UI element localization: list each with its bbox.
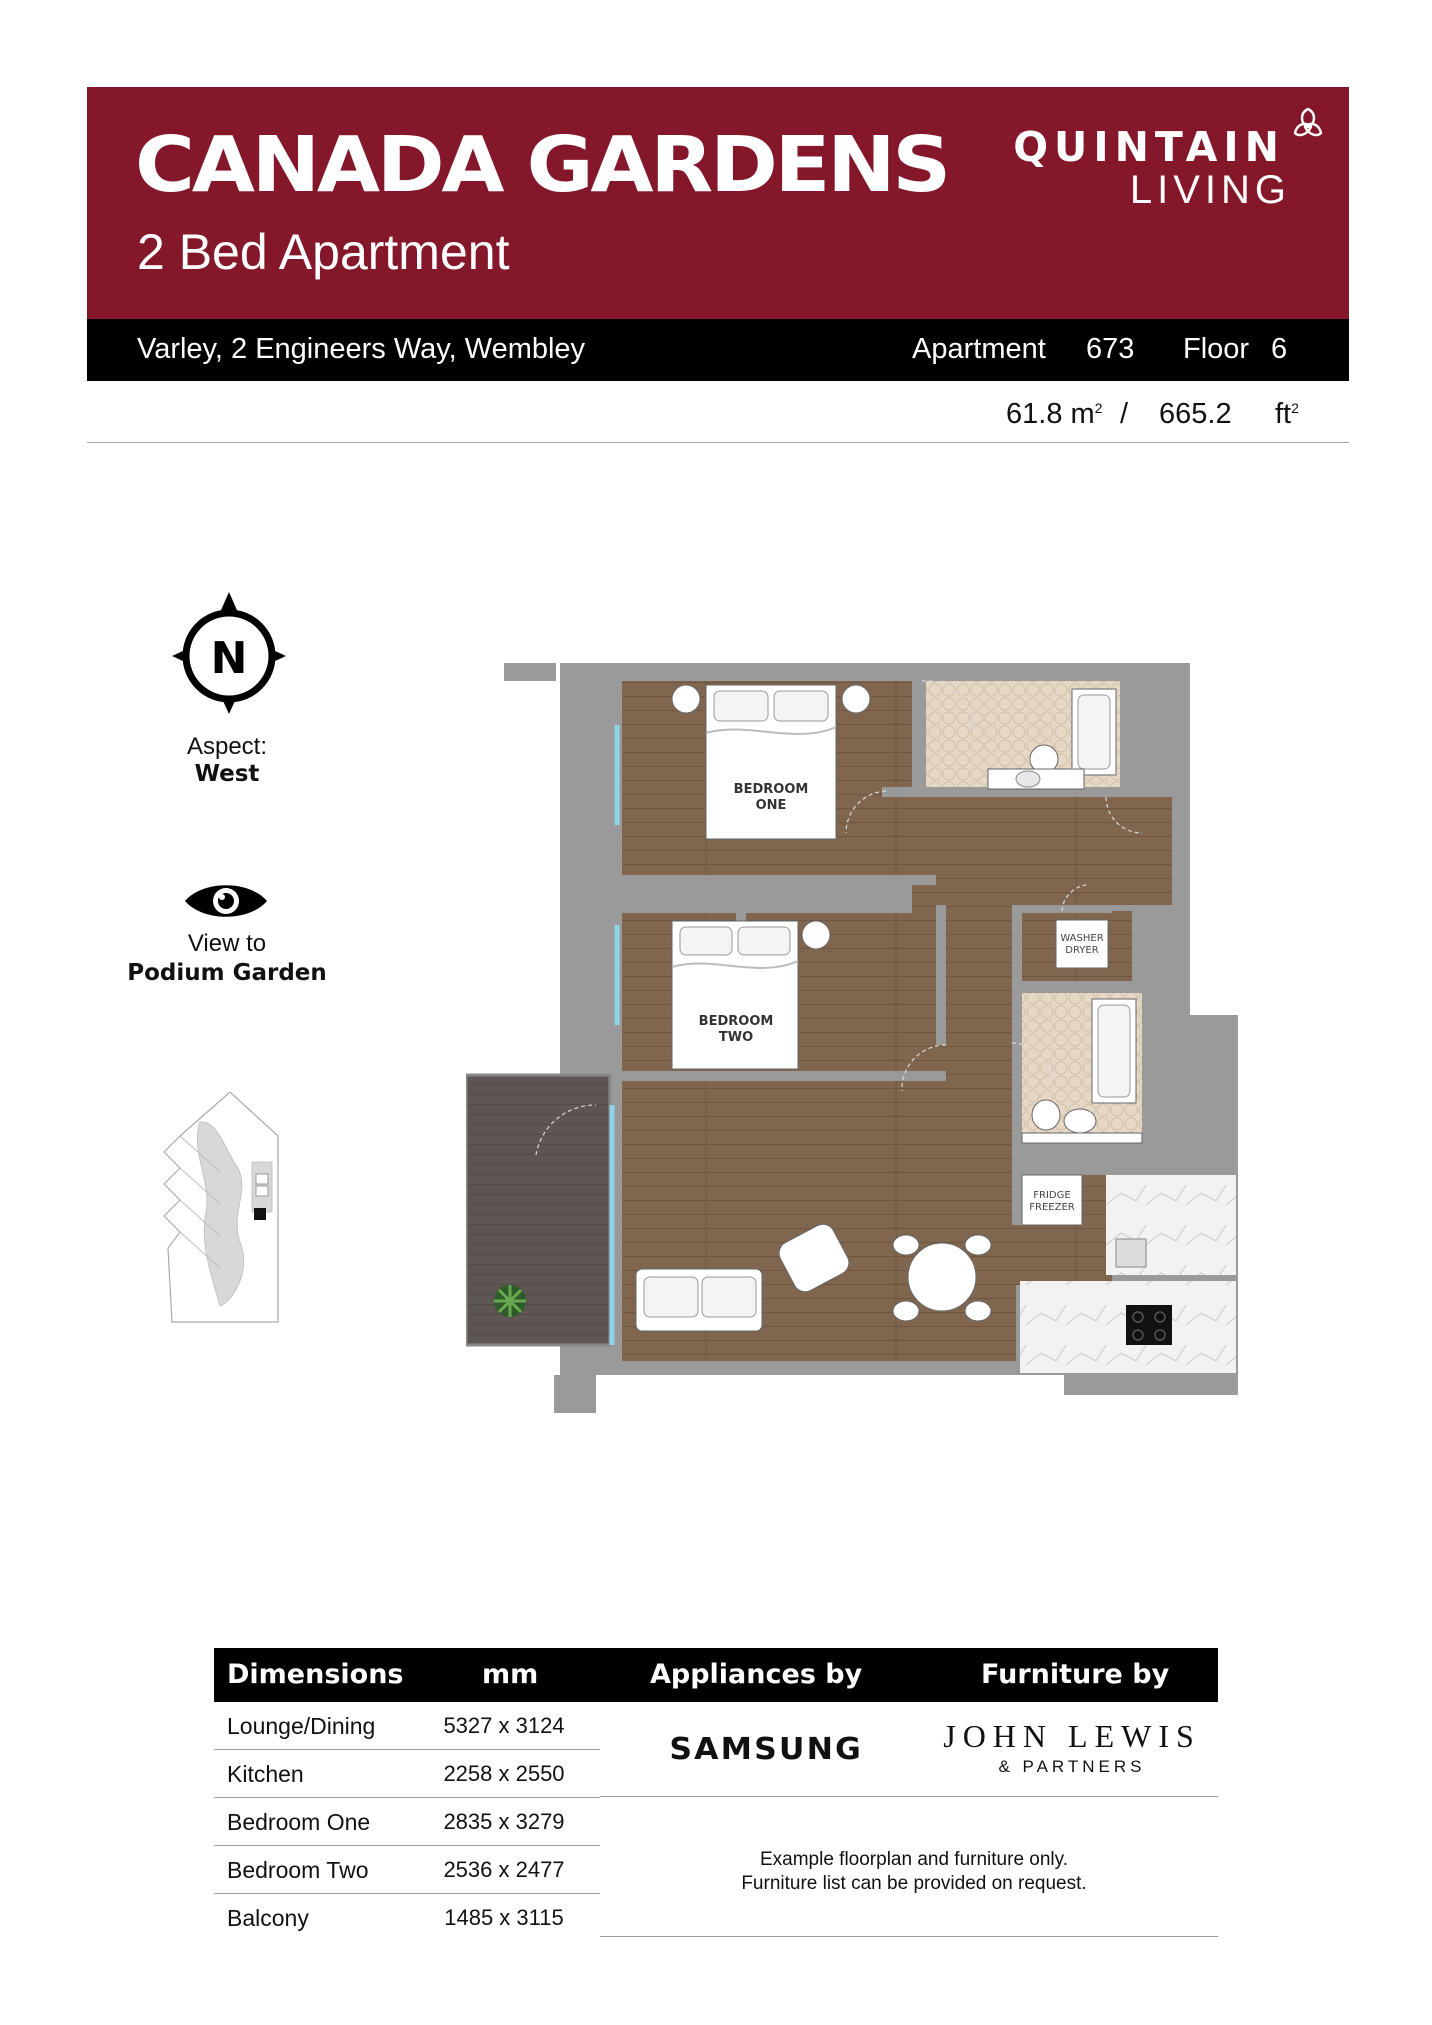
basin-ensuite: [1015, 770, 1041, 788]
fridge-freezer: [1021, 1174, 1083, 1226]
development-title: CANADA GARDENS: [135, 121, 951, 210]
bed-two: [671, 920, 831, 1070]
basin: [1063, 1108, 1097, 1134]
brand-logo: QUINTAIN LIVING: [1013, 123, 1286, 211]
furniture-brand-logo: JOHN LEWIS: [943, 1718, 1201, 1754]
divider: [600, 1936, 1218, 1937]
balcony: [466, 1075, 610, 1345]
header-dimensions: Dimensions: [227, 1659, 404, 1690]
bedroom-one-label: BEDROOM: [734, 782, 809, 797]
header-appliances: Appliances by: [650, 1659, 863, 1690]
apartment-number: 673: [1086, 333, 1135, 365]
floor-number: 6: [1271, 333, 1288, 365]
north-compass-icon: N: [172, 592, 286, 714]
sink-icon: [1115, 1238, 1147, 1268]
trefoil-logo-icon: [1293, 107, 1323, 137]
dining-table: [892, 1234, 992, 1322]
washer-dryer: [1055, 919, 1109, 969]
aspect-value: West: [194, 761, 260, 787]
furniture-brand-subline: & PARTNERS: [998, 1757, 1146, 1776]
divider: [87, 442, 1349, 443]
sofa: [635, 1268, 763, 1332]
apartment-label: Apartment: [912, 333, 1046, 365]
toilet: [1031, 1099, 1061, 1131]
area-sqft-unit: ft2: [1275, 398, 1299, 430]
aspect-label: Aspect:: [186, 733, 268, 760]
header-furniture: Furniture by: [981, 1659, 1170, 1690]
plant: [494, 1285, 526, 1317]
svg-text:FRIDGE: FRIDGE: [1033, 1190, 1070, 1201]
floor-plan: FRIDGE FREEZER WASHER DRYER BEDROOM ONE …: [466, 663, 1238, 1413]
svg-text:FREEZER: FREEZER: [1029, 1202, 1075, 1213]
svg-text:TWO: TWO: [719, 1030, 753, 1045]
address-bar: Varley, 2 Engineers Way, Wembley Apartme…: [87, 319, 1349, 381]
table-row: Lounge/Dining 5327 x 3124: [214, 1702, 600, 1750]
divider: [600, 1796, 1218, 1797]
table-header: Dimensions mm Appliances by Furniture by: [214, 1648, 1218, 1702]
disclaimer-note: Example floorplan and furniture only. Fu…: [741, 1849, 1087, 1894]
area-sqft: 665.2: [1159, 398, 1232, 430]
appliance-brand-logo: SAMSUNG: [669, 1732, 864, 1767]
table-row: Balcony 1485 x 3115: [227, 1905, 564, 1931]
apartment-type: 2 Bed Apartment: [137, 224, 510, 280]
hob-icon: [1126, 1305, 1172, 1345]
area-separator: /: [1120, 398, 1129, 430]
view-value: Podium Garden: [127, 960, 327, 986]
svg-text:ONE: ONE: [756, 798, 787, 813]
address: Varley, 2 Engineers Way, Wembley: [137, 333, 586, 365]
apartment-locator-marker: [254, 1208, 266, 1220]
svg-text:WASHER: WASHER: [1060, 933, 1103, 944]
table-row: Bedroom One 2835 x 3279: [214, 1798, 600, 1846]
header-mm: mm: [482, 1659, 539, 1690]
svg-text:DRYER: DRYER: [1065, 945, 1098, 956]
table-row: Bedroom Two 2536 x 2477: [214, 1846, 600, 1894]
bedroom-two-label: BEDROOM: [699, 1014, 774, 1029]
bed-one: [671, 684, 871, 840]
site-key-plan: [163, 1092, 279, 1323]
eye-icon: [185, 885, 267, 917]
area-sqm: 61.8 m2: [1006, 398, 1103, 430]
view-label: View to: [187, 930, 267, 957]
compass-letter: N: [211, 633, 248, 684]
brand-name-line2: LIVING: [1129, 168, 1291, 212]
floor-label: Floor: [1183, 333, 1250, 365]
brand-name-line1: QUINTAIN: [1013, 123, 1285, 171]
header-banner: CANADA GARDENS 2 Bed Apartment QUINTAIN …: [87, 87, 1349, 319]
armchair: [778, 1223, 850, 1293]
table-row: Kitchen 2258 x 2550: [214, 1750, 600, 1798]
